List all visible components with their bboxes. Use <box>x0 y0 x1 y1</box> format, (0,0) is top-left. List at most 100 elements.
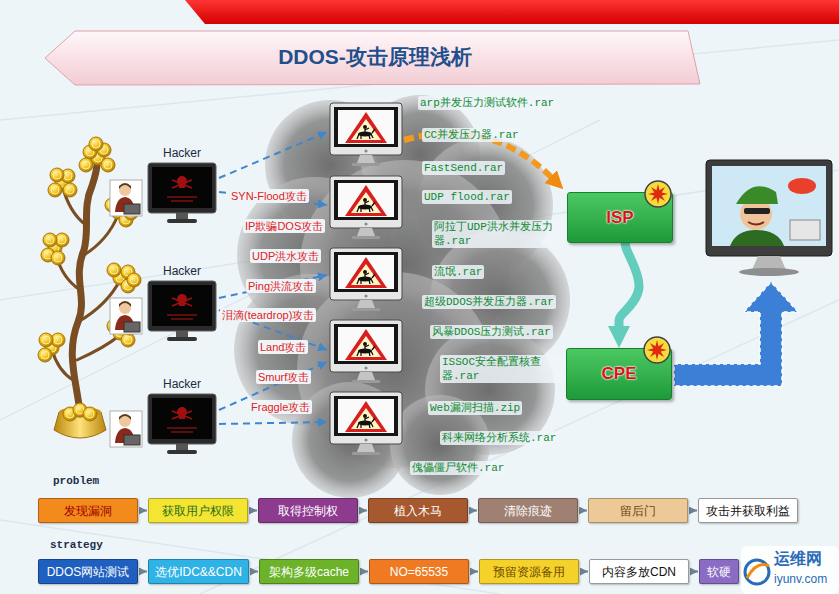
hacker-computer: Hacker <box>145 376 219 456</box>
watermark: iyunv.com <box>774 572 827 586</box>
node-label: 内容多放CDN <box>602 565 676 579</box>
node-label: CPE <box>602 364 637 384</box>
money-tree <box>63 183 77 197</box>
zombie-computers <box>330 392 402 455</box>
control-arrow <box>219 132 327 424</box>
splash-icon <box>644 337 670 363</box>
tool-file: 风暴DDOS压力测试.rar <box>430 325 553 339</box>
network-box: ISP <box>567 192 673 243</box>
money-tree <box>89 137 103 151</box>
step-arrow <box>139 510 147 512</box>
node-label: DDOS网站测试 <box>47 565 130 579</box>
victim-computer <box>706 160 832 276</box>
node-label: 攻击并获取利益 <box>706 504 790 518</box>
tool-file: 阿拉丁UDP洪水并发压力器.rar <box>432 220 564 248</box>
hacker-computer: Hacker <box>145 145 219 225</box>
node-label: 预留资源备用 <box>493 565 565 579</box>
network-box: CPE <box>566 348 672 400</box>
money-tree <box>43 233 57 247</box>
money-tree <box>79 158 93 172</box>
victim-computer <box>788 178 816 194</box>
victim-computer <box>712 166 826 246</box>
node-label: 架构多级cache <box>269 565 349 579</box>
money-tree <box>72 158 97 412</box>
zombie-computers <box>330 103 402 166</box>
attack-type: Land攻击 <box>258 340 308 354</box>
traffic-arrow <box>674 282 798 386</box>
diagram-title: DDOS-攻击原理浅析 <box>278 44 472 70</box>
watermark-logo <box>741 546 839 594</box>
node-label: Hacker <box>163 145 201 161</box>
control-arrow <box>219 422 327 424</box>
money-tree <box>107 263 121 277</box>
victim-computer <box>706 160 832 256</box>
process-box: 内容多放CDN <box>589 559 689 584</box>
money-tree <box>101 158 115 172</box>
victim-computer <box>736 186 778 204</box>
money-tree <box>38 137 141 438</box>
step-arrow <box>579 510 587 512</box>
node-label: 清除痕迹 <box>504 504 552 518</box>
money-tree <box>127 273 141 287</box>
watermark-logo <box>745 560 769 584</box>
step-arrow <box>359 510 367 512</box>
step-arrow <box>580 571 588 573</box>
step-arrow <box>249 510 257 512</box>
node-label: 植入木马 <box>394 504 442 518</box>
victim-computer <box>744 208 770 214</box>
hacker-computers <box>148 281 216 341</box>
victim-computer <box>739 268 799 276</box>
row-heading: strategy <box>50 538 103 552</box>
splash-icon <box>645 181 671 207</box>
control-arrow <box>219 275 327 298</box>
process-box: 预留资源备用 <box>479 559 579 584</box>
tool-file: UDP flood.rar <box>422 190 512 204</box>
watermark-logo <box>741 546 839 594</box>
money-tree <box>83 407 97 421</box>
tool-file: ISSOC安全配置核查器.rar <box>440 355 566 383</box>
splash-icon <box>643 179 673 209</box>
process-box: 选优IDC&&CDN <box>148 559 249 584</box>
watermark-logo <box>747 565 769 579</box>
tool-file: 流氓.rar <box>432 265 484 279</box>
node-label: ISP <box>606 208 633 228</box>
flow-arrow <box>619 243 639 326</box>
process-box: 攻击并获取利益 <box>698 498 798 523</box>
attack-type: Smurf攻击 <box>256 370 311 384</box>
process-box: 发现漏洞 <box>38 498 138 523</box>
process-box: 架构多级cache <box>259 559 359 584</box>
control-arrow <box>219 132 327 178</box>
attack-type: Fraggle攻击 <box>249 400 312 414</box>
tool-file: Web漏洞扫描.zip <box>428 401 522 415</box>
process-box: 植入木马 <box>368 498 468 523</box>
zombie-computers <box>330 103 402 455</box>
process-box: 清除痕迹 <box>478 498 578 523</box>
zombie-computers <box>330 320 402 383</box>
tool-file: FastSend.rar <box>422 161 505 175</box>
tool-file: 傀儡僵尸软件.rar <box>410 461 506 475</box>
process-box: 取得控制权 <box>258 498 358 523</box>
splash-icon <box>642 335 672 365</box>
hacker-computers <box>148 163 216 223</box>
hacker-computers <box>110 163 216 454</box>
title-banner <box>45 31 700 85</box>
attack-cloud <box>234 95 570 498</box>
node-label: 获取用户权限 <box>162 504 234 518</box>
process-box: NO=65535 <box>369 559 469 584</box>
hacker-computers <box>110 298 142 334</box>
title-banner <box>45 0 839 85</box>
hacker-computers <box>148 394 216 454</box>
tool-file: 超级DDOS并发压力器.rar <box>422 295 556 309</box>
attack-type: Ping洪流攻击 <box>246 279 316 293</box>
money-tree <box>39 333 53 347</box>
tool-file: 科来网络分析系统.rar <box>440 431 558 445</box>
victim-computer <box>748 222 764 225</box>
node-label: 发现漏洞 <box>64 504 112 518</box>
victim-computer <box>752 256 786 270</box>
zombie-computers <box>330 176 402 239</box>
node-label: 软硬 <box>707 565 731 579</box>
splash-icon <box>648 184 668 204</box>
node-label: 取得控制权 <box>278 504 338 518</box>
